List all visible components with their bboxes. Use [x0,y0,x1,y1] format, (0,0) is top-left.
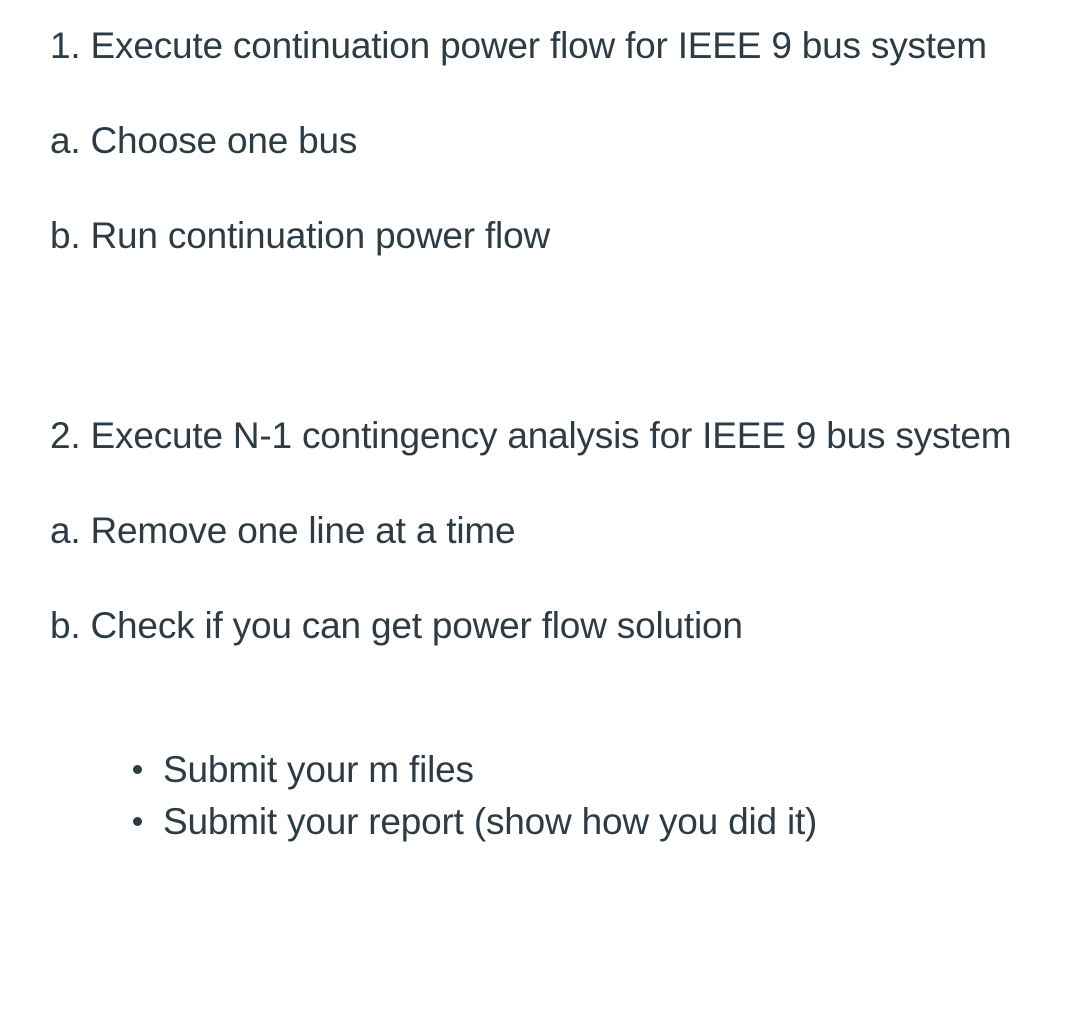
list-item: Submit your report (show how you did it) [133,796,1060,848]
bullet-dot-icon [133,765,142,774]
task-2-heading: 2. Execute N-1 contingency analysis for … [50,415,1012,456]
document-content: 1. Execute continuation power flow for I… [50,20,1060,848]
list-item-label: Submit your report (show how you did it) [163,801,818,842]
list-item-label: Submit your m files [163,749,474,790]
submission-bullet-list: Submit your m files Submit your report (… [50,744,1060,848]
task-1-heading: 1. Execute continuation power flow for I… [50,25,987,66]
list-item: Submit your m files [133,744,1060,796]
bullet-list-spacer [50,652,1060,744]
bullet-dot-icon [133,817,142,826]
task-2-item-b: b. Check if you can get power flow solut… [50,605,743,646]
section-spacer [50,262,1060,410]
task-1-item-b: b. Run continuation power flow [50,215,550,256]
task-1-item-a: a. Choose one bus [50,120,358,161]
task-2-item-a: a. Remove one line at a time [50,510,516,551]
